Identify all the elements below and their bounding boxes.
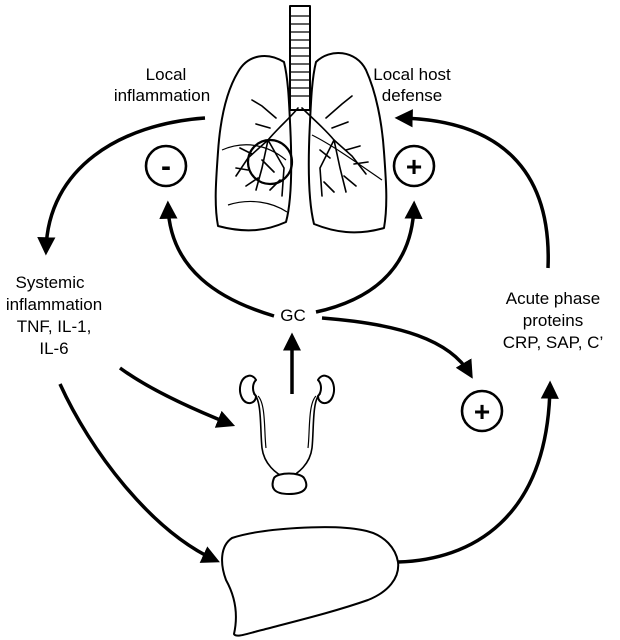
- svg-text:inflammation: inflammation: [114, 86, 210, 105]
- svg-text:TNF, IL-1,: TNF, IL-1,: [17, 317, 92, 336]
- arrow-systemic-to-kidneys: [118, 366, 236, 428]
- svg-text:defense: defense: [382, 86, 443, 105]
- sign-lung-positive: +: [392, 144, 436, 188]
- label-local-inflammation: Local inflammation: [114, 65, 210, 105]
- lungs-illustration: [214, 5, 388, 234]
- svg-text:-: -: [161, 150, 171, 183]
- arrow-local-to-systemic: [37, 116, 206, 256]
- bladder: [271, 472, 308, 495]
- svg-text:Systemic: Systemic: [16, 273, 85, 292]
- inflammation-focus-circle: [246, 138, 294, 186]
- sign-liver-positive: +: [460, 389, 504, 433]
- arrow-gc-to-plus-liver: [321, 316, 473, 379]
- arrows: [37, 109, 559, 564]
- svg-text:Acute phase: Acute phase: [506, 289, 601, 308]
- arrow-gc-to-plus-lung: [315, 200, 423, 314]
- label-systemic-inflammation: Systemic inflammation TNF, IL-1, IL-6: [6, 273, 102, 358]
- bronchial-tree: [235, 95, 369, 197]
- kidneys-illustration: [239, 374, 335, 495]
- trachea: [289, 5, 311, 111]
- liver-illustration: [221, 526, 400, 637]
- arrow-systemic-to-liver: [58, 383, 220, 563]
- svg-text:IL-6: IL-6: [39, 339, 68, 358]
- svg-text:proteins: proteins: [523, 311, 583, 330]
- arrow-gc-to-minus: [159, 200, 275, 318]
- svg-text:+: +: [474, 396, 490, 427]
- svg-text:Local host: Local host: [373, 65, 451, 84]
- arrow-acute-to-host-defense: [394, 109, 550, 269]
- svg-text:inflammation: inflammation: [6, 295, 102, 314]
- svg-text:Local: Local: [146, 65, 187, 84]
- label-local-host-defense: Local host defense: [373, 65, 451, 105]
- arrow-liver-to-acute: [397, 380, 559, 564]
- sign-lung-negative: -: [144, 144, 188, 188]
- label-gc: GC: [280, 306, 306, 325]
- svg-text:+: +: [406, 151, 422, 182]
- svg-text:CRP, SAP, C’: CRP, SAP, C’: [503, 333, 603, 352]
- label-acute-phase-proteins: Acute phase proteins CRP, SAP, C’: [503, 289, 603, 352]
- right-lung: [307, 51, 388, 234]
